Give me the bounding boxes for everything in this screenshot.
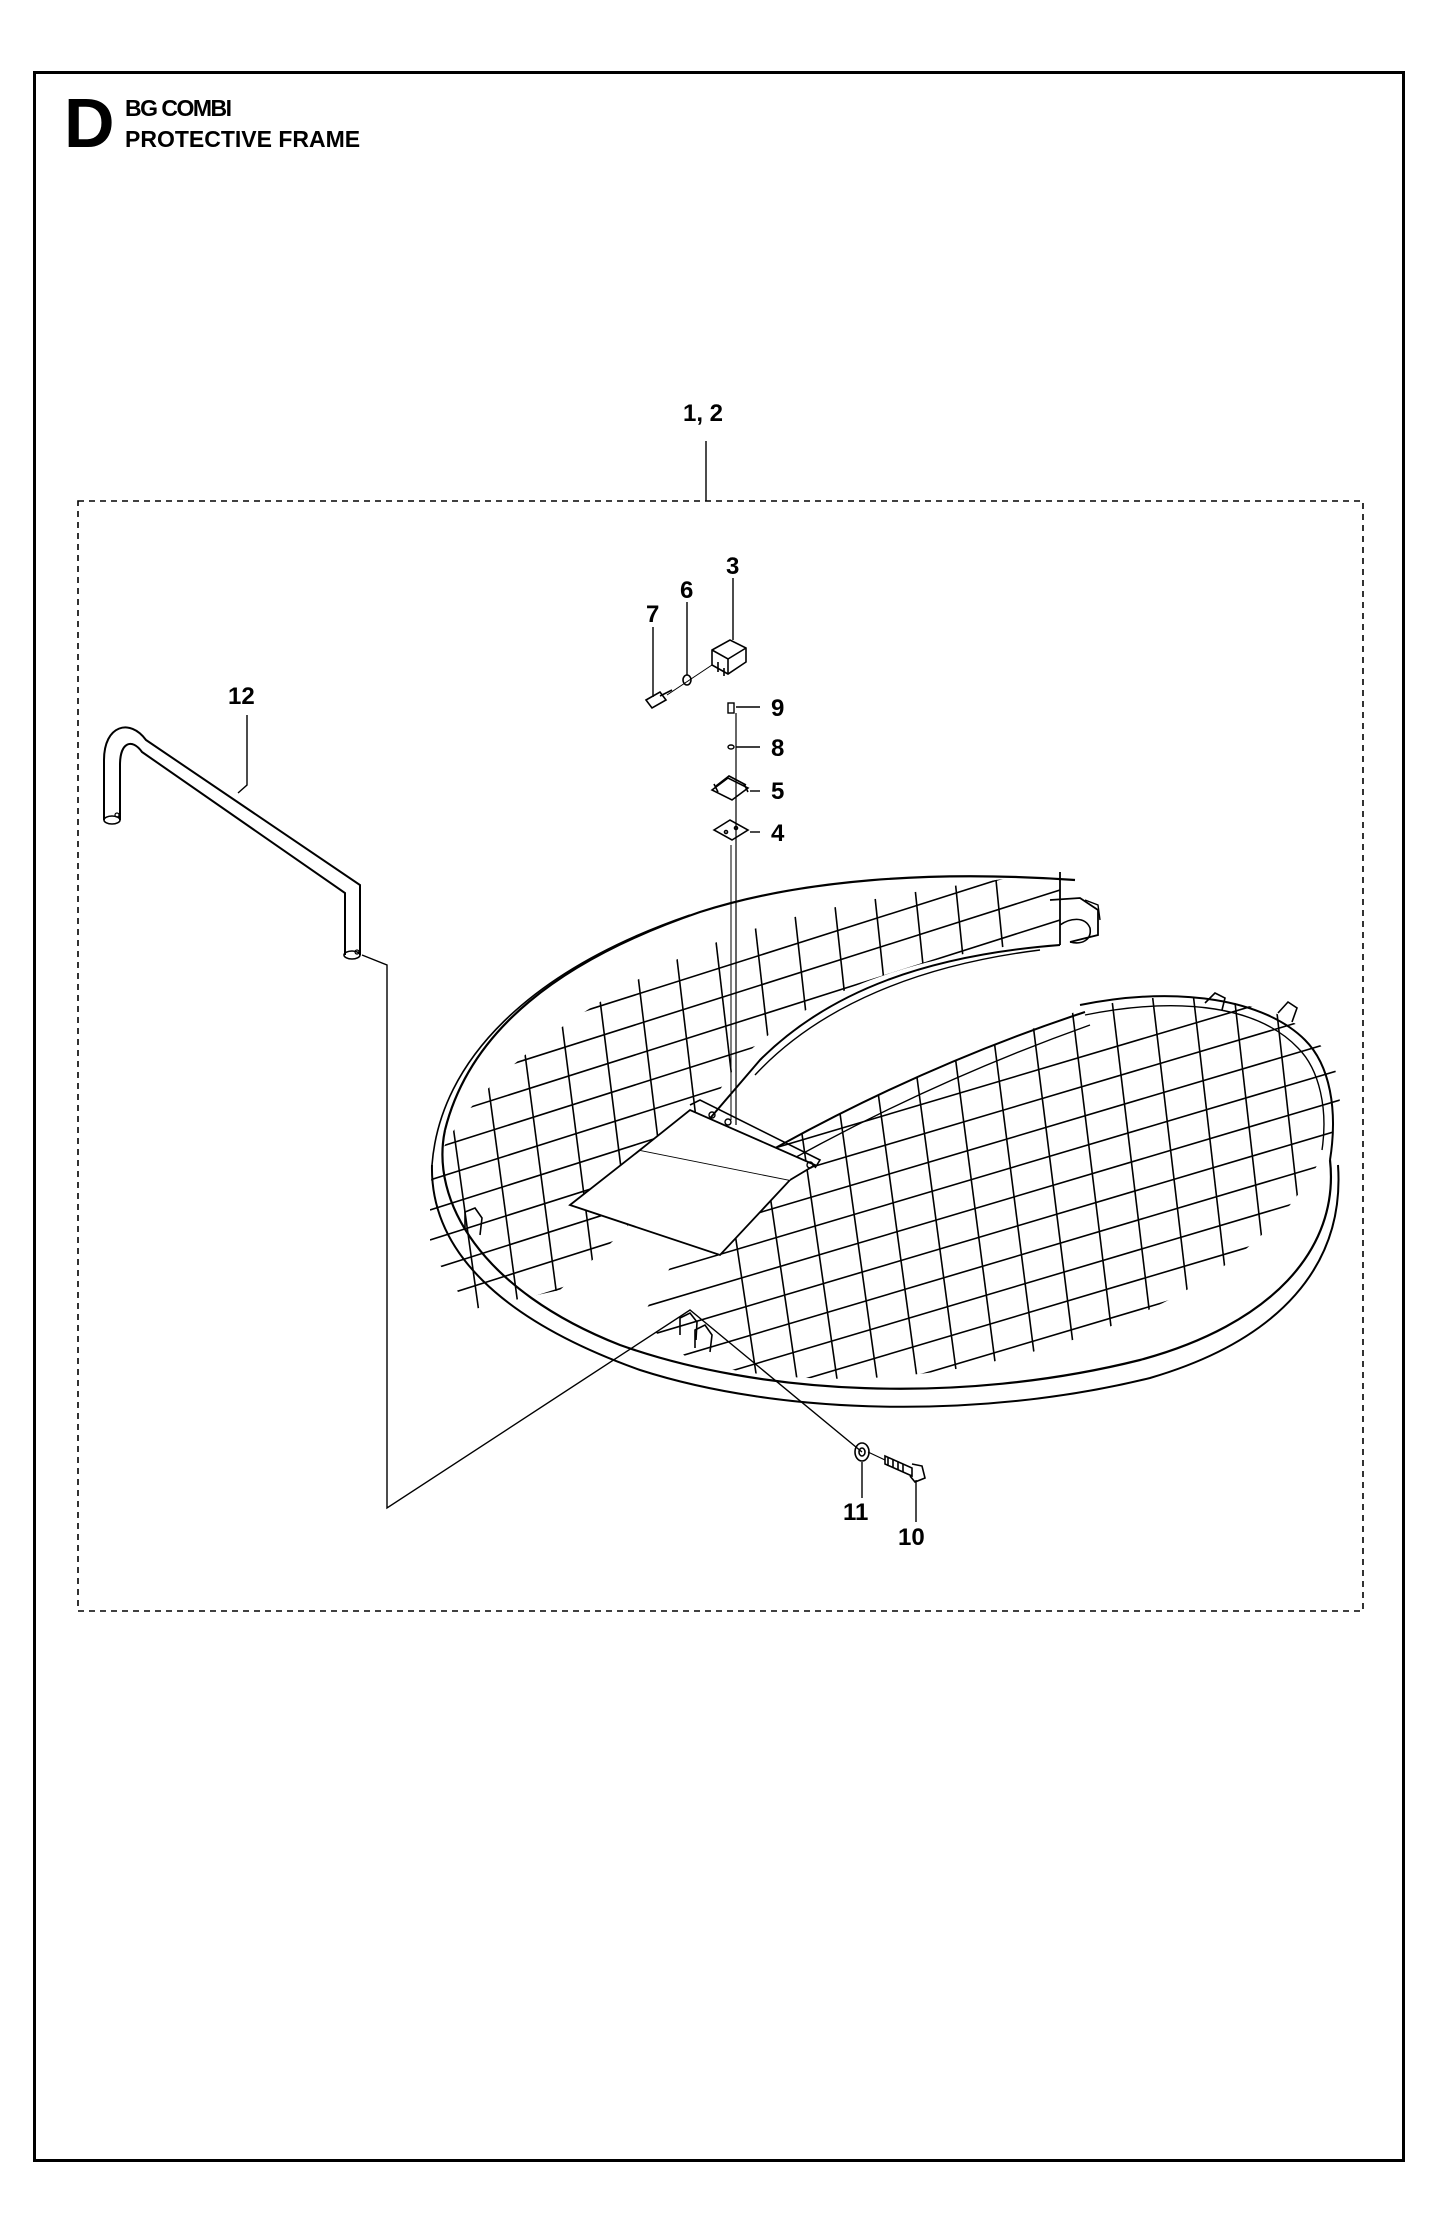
clamp-part-5: [710, 775, 750, 801]
assembly-axis-10: [867, 1451, 886, 1461]
page-border: [33, 71, 1405, 2162]
bracket-part-3: [711, 639, 747, 676]
callout-3: 3: [726, 553, 739, 580]
callout-7: 7: [646, 601, 659, 628]
section-title: BG COMBI PROTECTIVE FRAME: [125, 93, 360, 155]
assembly-boundary: [77, 500, 1364, 1612]
callout-11: 11: [843, 1499, 868, 1526]
protective-frame-grid: [430, 872, 1340, 1408]
washer-part-8: [727, 744, 735, 750]
section-letter: D: [64, 84, 115, 162]
screw-part-9: [727, 702, 735, 714]
handle-tube: [103, 726, 361, 960]
callout-6: 6: [680, 577, 693, 604]
callout-9: 9: [771, 695, 784, 722]
leader-line-12: [237, 715, 248, 794]
handle-mount-path: [361, 954, 863, 1510]
model-name: BG COMBI: [125, 95, 232, 121]
callout-1-2: 1, 2: [683, 400, 723, 427]
callout-10: 10: [898, 1524, 925, 1551]
callout-4: 4: [771, 820, 785, 847]
plate-part-4: [712, 819, 750, 841]
assembly-name: PROTECTIVE FRAME: [125, 126, 361, 152]
bolt-part-10: [884, 1454, 926, 1483]
callout-5: 5: [771, 778, 784, 805]
screw-part-7: [644, 689, 673, 710]
callout-8: 8: [771, 735, 784, 762]
callout-12: 12: [228, 683, 255, 710]
assembly-axis-6: [666, 664, 713, 696]
